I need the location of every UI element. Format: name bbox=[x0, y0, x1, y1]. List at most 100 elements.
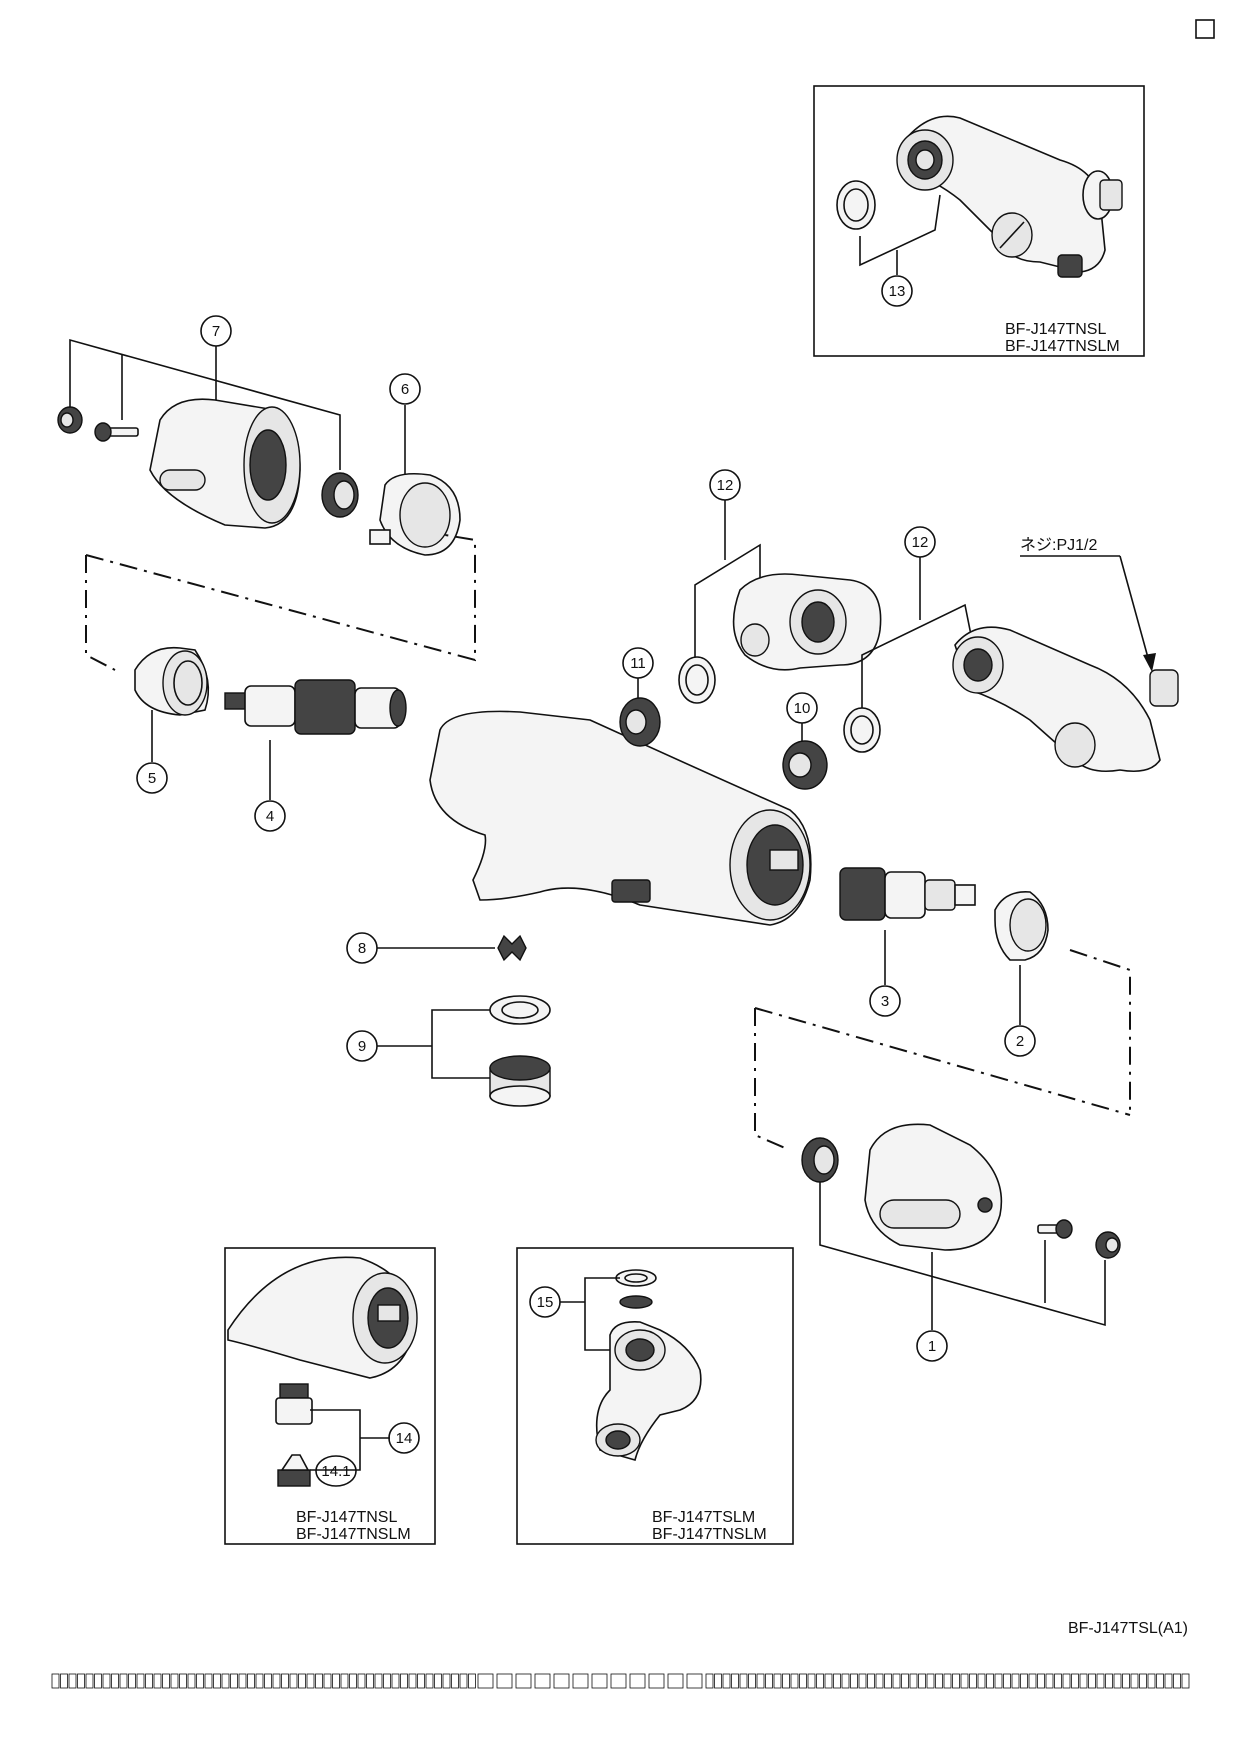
callout-9: 9 bbox=[358, 1038, 366, 1055]
footer-box-icon bbox=[255, 1673, 264, 1689]
footer-box-icon bbox=[1173, 1673, 1181, 1689]
footer-box-icon bbox=[1139, 1673, 1147, 1689]
footer-box-icon bbox=[807, 1673, 816, 1689]
footer-box-icon bbox=[935, 1673, 943, 1689]
footer-box-icon bbox=[179, 1673, 187, 1689]
footer-box-icon bbox=[400, 1673, 408, 1689]
footer-box-icon bbox=[1105, 1673, 1113, 1689]
footer-box-icon bbox=[1037, 1673, 1045, 1689]
callout-11: 11 bbox=[630, 655, 646, 672]
footer-box-icon bbox=[357, 1673, 366, 1689]
footer-box-icon bbox=[238, 1673, 247, 1689]
footer-box-icon bbox=[731, 1673, 739, 1689]
footer-box-icon bbox=[1020, 1673, 1028, 1689]
footer-box-icon bbox=[1181, 1673, 1190, 1689]
footer-box-icon bbox=[111, 1673, 119, 1689]
footer-box-icon bbox=[850, 1673, 858, 1689]
footer-box-icon bbox=[610, 1673, 627, 1689]
footer-box-icon bbox=[51, 1673, 60, 1689]
footer-box-icon bbox=[459, 1673, 468, 1689]
footer-box-icon bbox=[629, 1673, 646, 1689]
footer-box-icon bbox=[94, 1673, 102, 1689]
footer-box-icon bbox=[340, 1673, 349, 1689]
footer-box-icon bbox=[68, 1673, 77, 1689]
footer-box-icon bbox=[1062, 1673, 1071, 1689]
footer-box-icon bbox=[1130, 1673, 1139, 1689]
callout-5: 5 bbox=[148, 770, 156, 787]
footer-box-icon bbox=[468, 1673, 476, 1689]
footer-box-icon bbox=[1028, 1673, 1037, 1689]
footer-box-icon bbox=[816, 1673, 824, 1689]
footer-box-icon bbox=[1156, 1673, 1164, 1689]
footer-box-icon bbox=[102, 1673, 111, 1689]
footer-box-icon bbox=[1147, 1673, 1156, 1689]
part-12-upper-fitting: 12 bbox=[678, 469, 882, 704]
footer-box-icon bbox=[136, 1673, 145, 1689]
footer-box-icon bbox=[515, 1673, 532, 1689]
assembly-guide-left bbox=[85, 555, 116, 671]
part-9-aerator: 9 bbox=[346, 995, 551, 1107]
footer-box-icon bbox=[773, 1673, 782, 1689]
part-12-right-fitting: 12 ネジ:PJ1/2 bbox=[843, 526, 1179, 773]
footer-box-icon bbox=[534, 1673, 551, 1689]
footer-box-icon bbox=[247, 1673, 255, 1689]
footer-box-icon bbox=[739, 1673, 748, 1689]
callout-14-1: 14.1 bbox=[321, 1463, 350, 1480]
callout-8: 8 bbox=[358, 940, 366, 957]
inset-bottom-left-model-2: BF-J147TNSLM bbox=[296, 1526, 411, 1543]
footer-box-icon bbox=[272, 1673, 281, 1689]
inset-bottom-left: 14 14.1 BF-J147TNSL BF-J147TNSLM bbox=[224, 1247, 436, 1545]
part-4-cartridge: 4 bbox=[224, 679, 407, 832]
footer-box-icon bbox=[841, 1673, 850, 1689]
footer-box-icon bbox=[77, 1673, 85, 1689]
callout-15: 15 bbox=[537, 1294, 554, 1311]
callout-4: 4 bbox=[266, 808, 274, 825]
inset-bottom-middle-model-1: BF-J147TSLM bbox=[652, 1509, 755, 1526]
part-3-cartridge: 3 bbox=[839, 867, 976, 1017]
footer-box-icon bbox=[926, 1673, 935, 1689]
callout-1: 1 bbox=[928, 1338, 936, 1355]
footer-box-icon bbox=[425, 1673, 434, 1689]
footer-box-icon bbox=[315, 1673, 323, 1689]
footer-box-icon bbox=[686, 1673, 703, 1689]
footer-box-icon bbox=[306, 1673, 315, 1689]
footer-box-icon bbox=[553, 1673, 570, 1689]
footer-box-icon bbox=[790, 1673, 799, 1689]
inset-top-right-model-2: BF-J147TNSLM bbox=[1005, 338, 1120, 355]
footer-box-icon bbox=[648, 1673, 665, 1689]
footer-box-icon bbox=[994, 1673, 1003, 1689]
part-6-ring: 6 bbox=[369, 373, 461, 556]
footer-box-icon bbox=[451, 1673, 459, 1689]
footer-box-icon bbox=[714, 1673, 722, 1689]
callout-7: 7 bbox=[212, 323, 220, 340]
footer-box-icon bbox=[383, 1673, 391, 1689]
part-11-valve: 11 bbox=[619, 647, 661, 747]
footer-box-icon bbox=[496, 1673, 513, 1689]
footer-box-icon bbox=[196, 1673, 204, 1689]
footer-box-icon bbox=[1088, 1673, 1096, 1689]
footer-box-icon bbox=[884, 1673, 892, 1689]
part-10-valve: 10 bbox=[782, 692, 828, 790]
footer-box-icon bbox=[204, 1673, 213, 1689]
footer-box-icon bbox=[442, 1673, 451, 1689]
footer-box-icon bbox=[943, 1673, 952, 1689]
footer-box-icon bbox=[952, 1673, 960, 1689]
footer-box-icon bbox=[213, 1673, 221, 1689]
callout-2: 2 bbox=[1016, 1033, 1024, 1050]
footer-box-icon bbox=[408, 1673, 417, 1689]
thread-spec-note: ネジ:PJ1/2 bbox=[1020, 536, 1097, 554]
footer-box-icon bbox=[119, 1673, 128, 1689]
inset-bottom-middle-model-2: BF-J147TNSLM bbox=[652, 1526, 767, 1543]
footer-box-icon bbox=[1045, 1673, 1054, 1689]
callout-12-right: 12 bbox=[912, 534, 929, 551]
footer-box-icon bbox=[434, 1673, 442, 1689]
footer-box-icon bbox=[875, 1673, 884, 1689]
callout-13: 13 bbox=[889, 283, 906, 300]
footer-box-icon bbox=[705, 1673, 714, 1689]
footer-box-icon bbox=[1079, 1673, 1088, 1689]
footer-box-icon bbox=[85, 1673, 94, 1689]
corner-checkbox-icon bbox=[1195, 19, 1215, 39]
footer-box-icon bbox=[765, 1673, 773, 1689]
footer-box-icon bbox=[1054, 1673, 1062, 1689]
